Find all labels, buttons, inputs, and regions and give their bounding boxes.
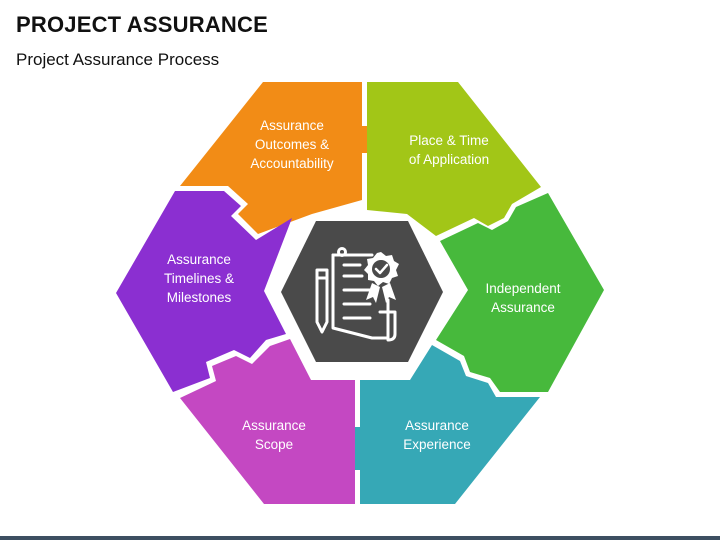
segment-outcomes-label-line: Assurance: [260, 118, 324, 133]
segment-place-time-label-line: Place & Time: [409, 133, 489, 148]
segment-experience-label-line: Experience: [403, 437, 471, 452]
segment-scope-label-line: Assurance: [242, 418, 306, 433]
segment-experience: [344, 345, 540, 504]
segment-independent: [436, 193, 604, 392]
page-title: PROJECT ASSURANCE: [16, 12, 268, 37]
segment-outcomes-label-line: Accountability: [250, 156, 334, 171]
segment-place-time: [367, 82, 541, 236]
segment-timelines-label-line: Timelines &: [164, 271, 234, 286]
segment-independent-label-line: Assurance: [491, 300, 555, 315]
page-subtitle: Project Assurance Process: [16, 50, 220, 69]
segment-timelines: [116, 191, 292, 392]
segment-place-time-label-line: of Application: [409, 152, 489, 167]
segment-outcomes-label-line: Outcomes &: [255, 137, 329, 152]
certificate-badge-icon: [364, 252, 399, 303]
segment-place-time-label: Place & Time of Application: [409, 133, 489, 167]
footer-bar: [0, 536, 720, 540]
document-certificate-icon: [315, 247, 397, 342]
segment-scope-label-line: Scope: [255, 437, 293, 452]
segment-experience-label-line: Assurance: [405, 418, 469, 433]
segment-timelines-label-line: Milestones: [167, 290, 232, 305]
segment-scope: [180, 339, 355, 504]
segment-outcomes: [180, 82, 378, 234]
segment-timelines-label-line: Assurance: [167, 252, 231, 267]
segment-independent-label-line: Independent: [485, 281, 560, 296]
